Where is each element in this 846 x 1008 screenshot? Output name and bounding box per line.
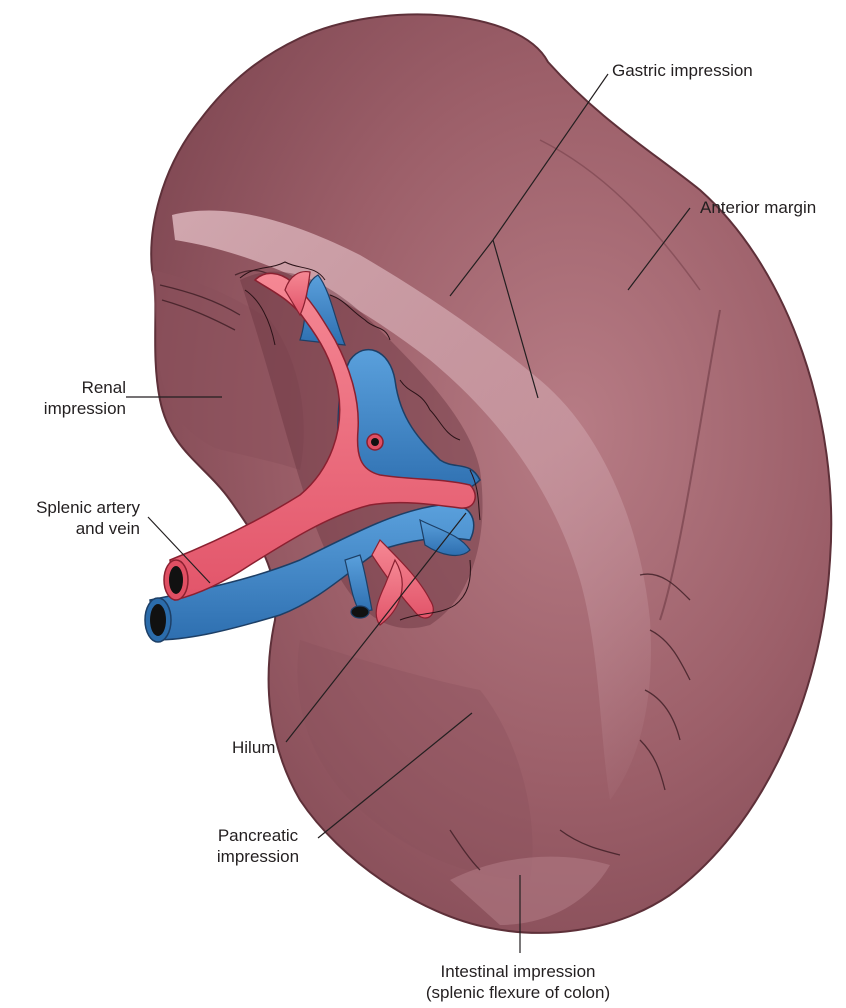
- pancreatic-impression-text-line2: impression: [200, 846, 316, 867]
- anterior-margin-text: Anterior margin: [700, 197, 816, 218]
- hilum-text: Hilum: [232, 737, 275, 758]
- intestinal-impression-label: Intestinal impression (splenic flexure o…: [398, 961, 638, 1003]
- renal-impression-label: Renal impression: [44, 377, 126, 419]
- intestinal-impression-text-line1: Intestinal impression: [398, 961, 638, 982]
- splenic-artery-vein-text-line2: and vein: [36, 518, 140, 539]
- anterior-margin-label: Anterior margin: [700, 197, 816, 218]
- renal-impression-text-line2: impression: [44, 398, 126, 419]
- hilum-label: Hilum: [232, 737, 275, 758]
- pancreatic-impression-text-line1: Pancreatic: [200, 825, 316, 846]
- renal-impression-text-line1: Renal: [44, 377, 126, 398]
- gastric-impression-label: Gastric impression: [612, 60, 753, 81]
- splenic-artery-vein-text-line1: Splenic artery: [36, 497, 140, 518]
- intestinal-impression-text-line2: (splenic flexure of colon): [398, 982, 638, 1003]
- pancreatic-impression-label: Pancreatic impression: [200, 825, 316, 867]
- gastric-impression-text: Gastric impression: [612, 60, 753, 81]
- splenic-artery-vein-label: Splenic artery and vein: [36, 497, 140, 539]
